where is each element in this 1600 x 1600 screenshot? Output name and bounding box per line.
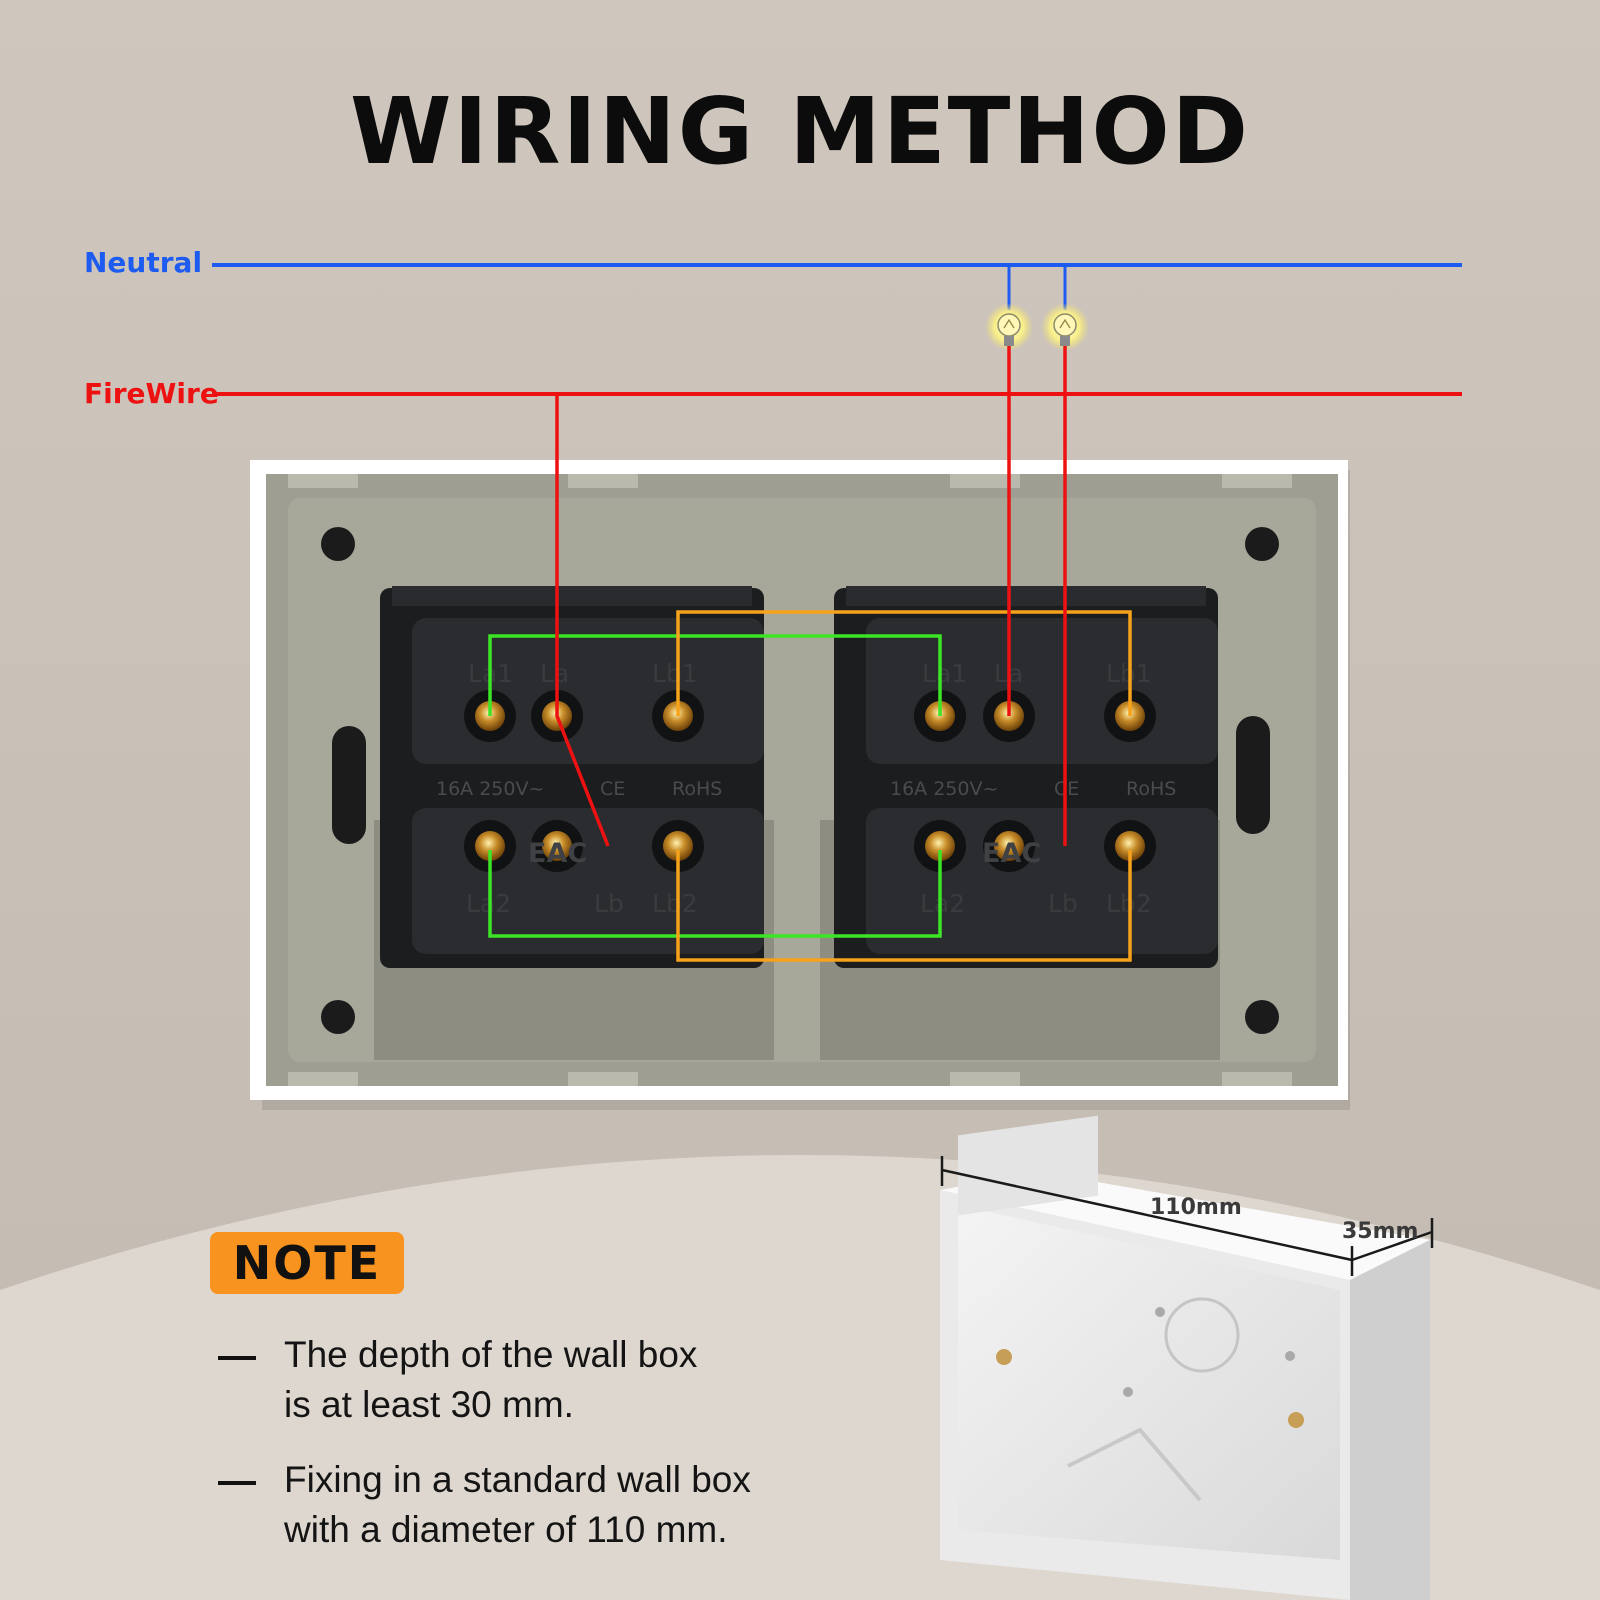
note-dash <box>218 1481 256 1485</box>
firewire-feed <box>555 394 610 847</box>
switch-module-right <box>834 586 1218 968</box>
terminal-label-lb-left: Lb <box>594 889 624 918</box>
mounting-holes <box>321 527 1279 1034</box>
plate-clips <box>288 474 1292 1086</box>
terminal-screw-icon <box>994 831 1024 861</box>
note-text: Fixing in a standard wall box with a dia… <box>284 1455 844 1555</box>
neutral-label: Neutral <box>84 246 203 279</box>
light-bulb-icon <box>985 303 1033 351</box>
rohs-label-right: RoHS <box>1126 778 1176 800</box>
terminal-screw-icon <box>663 831 693 861</box>
note-line: The depth of the wall box <box>284 1334 698 1375</box>
note-badge: NOTE <box>210 1232 404 1294</box>
terminal-label-la-left: La <box>540 659 569 688</box>
box-depth-label: 35mm <box>1342 1219 1418 1244</box>
ce-mark-left: CE <box>600 778 625 800</box>
terminal-label-lb2-left: Lb2 <box>652 889 698 918</box>
side-slots <box>332 716 1270 844</box>
box-length-label: 110mm <box>1150 1195 1242 1220</box>
terminal-screw-icon <box>925 831 955 861</box>
page-title: WIRING METHOD <box>349 78 1251 185</box>
note-dash <box>218 1356 256 1360</box>
note-text: The depth of the wall box is at least 30… <box>284 1330 844 1430</box>
note-line: is at least 30 mm. <box>284 1384 574 1425</box>
dimension-lines <box>940 1156 1434 1276</box>
note-line: Fixing in a standard wall box <box>284 1459 751 1500</box>
light-bulb-icon <box>1041 303 1089 351</box>
firewire-label: FireWire <box>84 377 219 410</box>
terminal-screw-icon <box>542 831 572 861</box>
terminal-label-lb-right: Lb <box>1048 889 1078 918</box>
note-line: with a diameter of 110 mm. <box>284 1509 728 1550</box>
terminal-label-lb1-left: Lb1 <box>652 659 698 688</box>
switch-module-left <box>380 586 764 968</box>
terminal-label-la1-right: La1 <box>922 659 967 688</box>
terminal-label-la2-right: La2 <box>920 889 965 918</box>
terminal-screw-icon <box>1115 831 1145 861</box>
orange-link-wire <box>676 610 1132 962</box>
rating-label-right: 16A 250V~ <box>890 778 998 800</box>
eac-mark-right: EAC <box>982 838 1041 869</box>
wall-box-illustration <box>940 1115 1430 1600</box>
module-labels: La1 La Lb1 16A 250V~ CE RoHS EAC La2 Lb … <box>436 659 1176 918</box>
rating-label-left: 16A 250V~ <box>436 778 544 800</box>
terminal-screw-icon <box>475 831 505 861</box>
rohs-label-left: RoHS <box>672 778 722 800</box>
green-link-wire <box>488 634 942 938</box>
eac-mark-left: EAC <box>528 838 587 869</box>
